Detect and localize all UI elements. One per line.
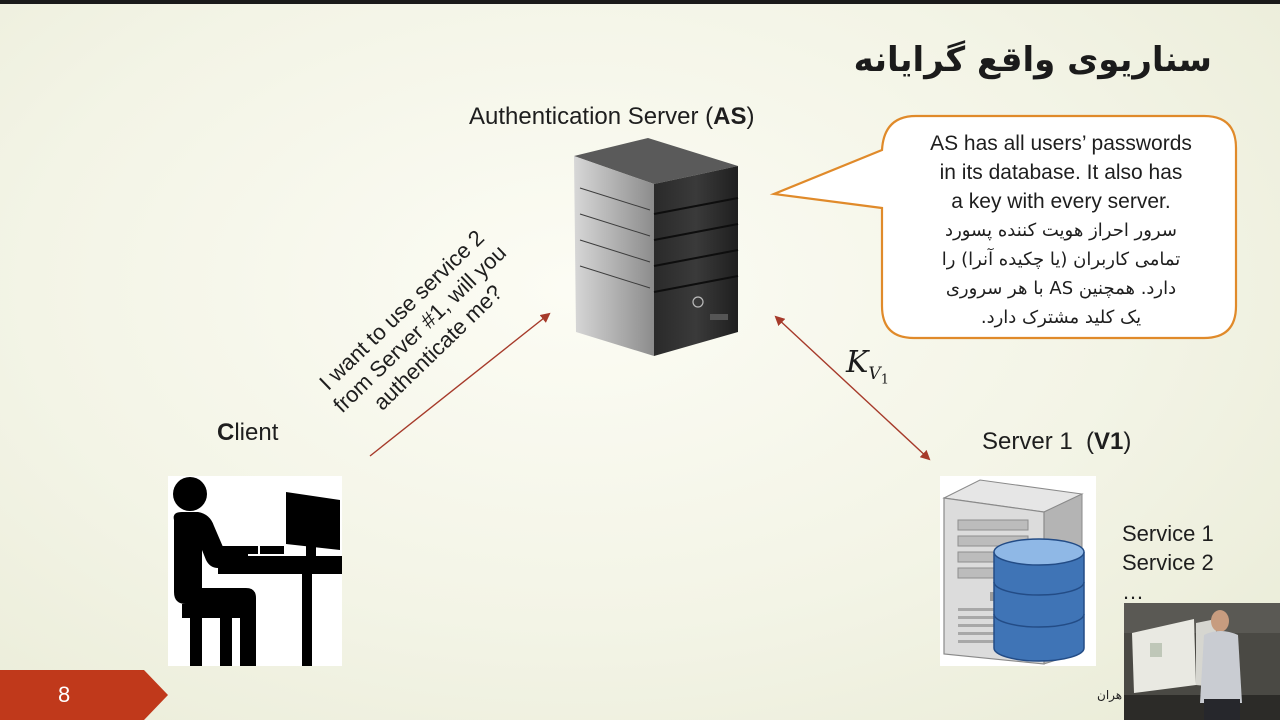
callout-en-line-1: AS has all users’ passwords xyxy=(930,132,1192,155)
callout-en-line-3: a key with every server. xyxy=(951,190,1171,213)
callout-fa-line-3: دارد. همچنین AS با هر سروری xyxy=(945,278,1177,299)
callout-fa-line-2: تمامی کاربران (یا چکیده آنرا) را xyxy=(941,249,1181,270)
server1-label-prefix: Server 1 ( xyxy=(982,428,1095,455)
lecturer-video-inset xyxy=(1124,603,1280,720)
service-item-2: Service 2 xyxy=(1122,550,1214,575)
client-label-rest: lient xyxy=(234,419,279,446)
callout-fa-line-1: سرور احراز هویت کننده پسورد xyxy=(945,220,1177,241)
footer-text: هران xyxy=(1097,688,1123,702)
shared-key-arrow xyxy=(774,315,931,461)
client-user-icon xyxy=(168,476,342,666)
server1-database-icon xyxy=(940,476,1096,666)
server1-label: Server 1 (V1) xyxy=(982,428,1131,456)
shared-key-label: KV1 xyxy=(846,345,889,387)
slide-title: سناریوی واقع گرایانه xyxy=(853,40,1212,80)
page-number-badge xyxy=(0,670,168,720)
as-label-prefix: Authentication Server ( xyxy=(469,103,714,130)
as-label: Authentication Server (AS) xyxy=(469,103,754,131)
as-label-bold: AS xyxy=(713,103,747,130)
server1-label-suffix: ) xyxy=(1123,428,1132,455)
key-sub: V xyxy=(868,364,881,384)
service-item-1: Service 1 xyxy=(1122,521,1214,546)
server1-label-bold: V1 xyxy=(1094,428,1124,455)
top-border xyxy=(0,0,1280,4)
client-label: Client xyxy=(217,419,278,447)
callout-text: AS has all users’ passwords in its datab… xyxy=(896,129,1226,332)
key-symbol: K xyxy=(846,345,869,380)
lecturer-video-frame xyxy=(1124,603,1280,720)
callout-en-line-2: in its database. It also has xyxy=(939,161,1183,184)
as-label-suffix: ) xyxy=(746,103,755,130)
callout-fa-line-4: یک کلید مشترک دارد. xyxy=(980,307,1142,328)
page-number: 8 xyxy=(58,682,71,707)
request-arrow xyxy=(369,312,551,457)
authentication-server-icon xyxy=(574,138,739,356)
key-subsub: 1 xyxy=(880,372,889,388)
services-list: Service 1 Service 2 … xyxy=(1122,519,1214,606)
client-label-bold: C xyxy=(217,419,235,446)
service-item-more: … xyxy=(1122,579,1144,604)
